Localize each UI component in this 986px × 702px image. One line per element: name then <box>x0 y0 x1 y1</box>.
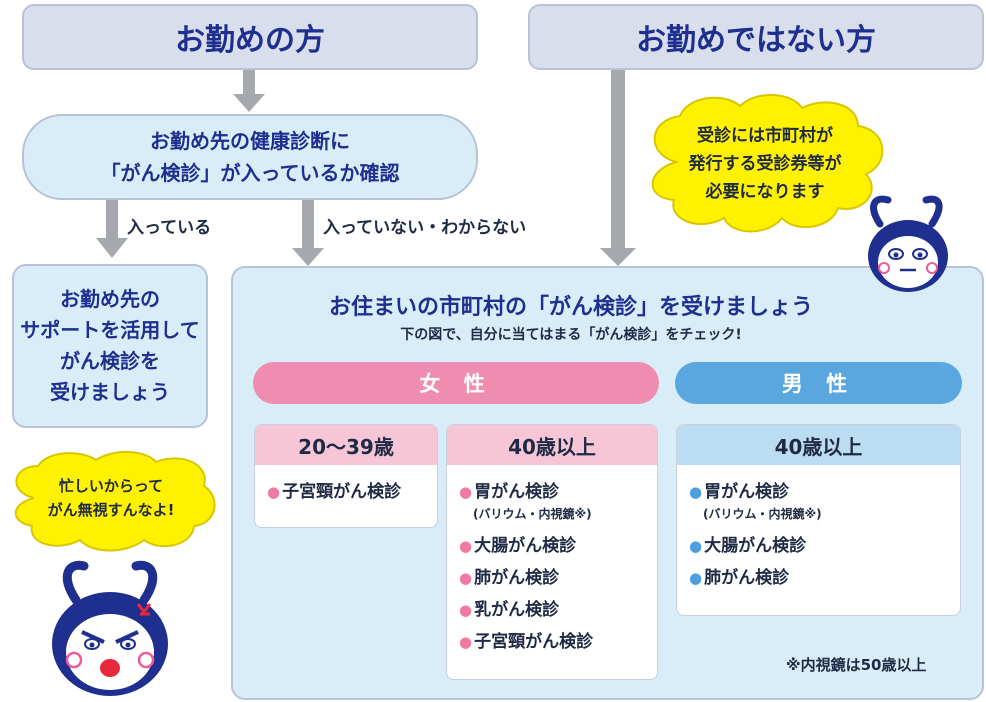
support-line-4: 受けましょう <box>50 380 170 404</box>
voucher-bubble-text: 受診には市町村が 発行する受診券等が 必要になります <box>688 126 842 202</box>
bullet-icon: ● <box>459 537 473 555</box>
list-item: ●胃がん検診 <box>459 482 560 502</box>
bullet-icon: ● <box>689 537 703 555</box>
support-line-1: お勤め先の <box>60 287 160 311</box>
mascot-angry-icon <box>52 560 168 696</box>
list-item: ●胃がん検診 <box>689 482 790 502</box>
employer-support-box: お勤め先の サポートを活用して がん検診を 受けましょう <box>12 264 208 428</box>
male-40-plus-header: 40歳以上 <box>677 425 960 465</box>
female-40-plus-header: 40歳以上 <box>447 425 657 465</box>
list-item: ●子宮頸がん検診 <box>459 632 594 652</box>
bullet-icon: ● <box>459 601 473 619</box>
check-employer-box: お勤め先の健康診断に 「がん検診」が入っているか確認 <box>22 114 478 200</box>
endoscopy-footnote: ※内視鏡は50歳以上 <box>786 656 927 674</box>
header-not-employed: お勤めではない方 <box>528 4 984 70</box>
bullet-icon: ● <box>459 483 473 501</box>
list-item: ●大腸がん検診 <box>689 536 807 556</box>
check-line-1: お勤め先の健康診断に <box>150 129 350 153</box>
list-item: ●肺がん検診 <box>459 568 560 588</box>
bullet-icon: ● <box>459 633 473 651</box>
male-label: 男 性 <box>675 362 962 404</box>
list-item: ●乳がん検診 <box>459 600 560 620</box>
stomach-note: (バリウム・内視鏡※) <box>473 507 592 521</box>
municipal-subtitle: 下の図で、自分に当てはまる「がん検診」をチェック! <box>400 327 742 343</box>
bullet-icon: ● <box>689 569 703 587</box>
male-40-plus-card: 40歳以上 ●胃がん検診 (バリウム・内視鏡※) ●大腸がん検診 ●肺がん検診 <box>676 424 961 616</box>
list-item: ●大腸がん検診 <box>459 536 577 556</box>
bullet-icon: ● <box>689 483 703 501</box>
female-label: 女 性 <box>253 362 659 404</box>
support-line-3: がん検診を <box>60 349 160 373</box>
female-20-39-card: 20〜39歳 ●子宮頸がん検診 <box>254 424 438 528</box>
speech-bubble-icon <box>14 450 216 552</box>
list-item: ●子宮頸がん検診 <box>267 482 402 502</box>
branch-not-included-label: 入っていない・わからない <box>323 218 527 238</box>
list-item: ●肺がん検診 <box>689 568 790 588</box>
bullet-icon: ● <box>267 483 281 501</box>
warning-bubble-text: 忙しいからって がん無視すんなよ! <box>47 477 175 519</box>
stomach-note: (バリウム・内視鏡※) <box>703 507 822 521</box>
female-20-39-header: 20〜39歳 <box>255 425 437 465</box>
speech-bubble-icon <box>651 93 884 233</box>
female-40-plus-card: 40歳以上 ●胃がん検診 (バリウム・内視鏡※) ●大腸がん検診 ●肺がん検診 … <box>446 424 658 680</box>
support-line-2: サポートを活用して <box>20 318 200 342</box>
branch-included-label: 入っている <box>127 218 212 238</box>
mascot-calm-icon <box>868 195 948 292</box>
header-employed: お勤めの方 <box>22 4 478 70</box>
municipal-title: お住まいの市町村の「がん検診」を受けましょう <box>328 295 813 320</box>
check-line-2: 「がん検診」が入っているか確認 <box>100 161 400 185</box>
bullet-icon: ● <box>459 569 473 587</box>
